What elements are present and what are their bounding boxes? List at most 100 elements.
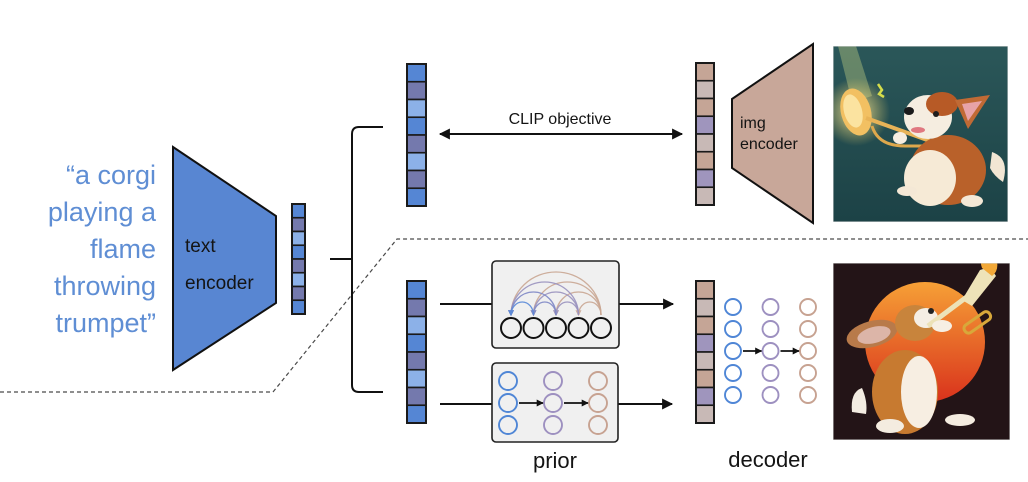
prior-input-text-embedding-vector (406, 280, 427, 424)
token-circle (522, 317, 545, 339)
autoregressive-prior-tokens (500, 271, 612, 339)
prior-diffusion-node (543, 415, 563, 435)
predicted-image-embedding-vector-cell (695, 333, 715, 353)
corgi-leg (876, 419, 904, 433)
decoder-diffusion-node (724, 364, 742, 382)
section-divider-dashed-line (0, 238, 1028, 393)
corgi-paw (893, 132, 907, 144)
decoder-diffusion-node (799, 298, 817, 316)
trumpet-flame (980, 263, 998, 276)
text-encoder-label: text (185, 236, 216, 257)
decoder-diffusion-node (724, 386, 742, 404)
prompt-line: playing a (48, 197, 157, 227)
prior-input-text-embedding-vector-cell (406, 404, 427, 424)
attention-arc (553, 301, 580, 317)
text-encoder-output-vector-cell (291, 230, 306, 247)
trumpet-slide (962, 310, 993, 335)
clip-text-embedding-vector-outline (406, 63, 427, 207)
clip-image-embedding-vector-outline (695, 62, 715, 206)
decoder-label: decoder (728, 447, 808, 472)
corgi-leg (897, 186, 917, 196)
prior-input-text-embedding-vector-cell (406, 315, 427, 336)
token-circle (590, 317, 612, 339)
diffusion-prior-steps (498, 371, 608, 435)
attention-arc (508, 291, 557, 317)
prompt-line: “a corgi (66, 160, 156, 190)
image-encoder-label: encoder (740, 136, 798, 153)
decoder-diffusion-node (724, 298, 742, 316)
trumpet-bell-inner (843, 94, 863, 128)
music-sparkle (876, 83, 885, 99)
corgi-arm (932, 320, 952, 332)
clip-text-embedding-vector-cell (406, 116, 427, 136)
clip-image-embedding-vector-cell (695, 79, 715, 100)
prior-input-text-embedding-vector-cell (406, 280, 427, 300)
decoder-diffusion-node (761, 298, 780, 316)
text-encoder-output-vector-cell (291, 244, 306, 260)
trumpet-bell (962, 268, 996, 306)
text-encoder-output-vector-outline (291, 203, 306, 315)
attention-arc (530, 301, 557, 317)
decoder-diffusion-node (724, 320, 742, 338)
predicted-image-embedding-vector-cell (695, 368, 715, 389)
decoder-diffusion-node (724, 342, 742, 360)
text-encoder-output-vector-cell (291, 285, 306, 302)
clip-image-embedding-vector-cell (695, 150, 715, 171)
text-encoder-output-vector-cell (291, 271, 306, 288)
image-encoder: img encoder (731, 42, 814, 225)
predicted-image-embedding-vector-outline (695, 280, 715, 424)
predicted-image-embedding-vector-cell (695, 351, 715, 371)
clip-image-embedding-vector-cell (695, 133, 715, 153)
prior-diffusion-node (498, 415, 518, 435)
attention-arc (530, 291, 580, 317)
embedding-vectors (291, 62, 715, 424)
prior-diffusion-node (543, 371, 563, 391)
prompt-caption: “a corgi playing a flame throwing trumpe… (48, 160, 157, 338)
clip-text-embedding-vector-cell (406, 169, 427, 190)
clip-image-embedding-vector-cell (695, 168, 715, 189)
prior-input-text-embedding-vector-cell (406, 386, 427, 407)
token-circle (545, 317, 567, 339)
attention-arc (508, 281, 580, 317)
clip-image-embedding-vector-cell (695, 115, 715, 135)
text-encoder-output-vector-cell (291, 258, 306, 274)
corgi-tail (851, 388, 867, 414)
generated-output-image (833, 263, 1010, 440)
prior-input-text-embedding-vector-cell (406, 351, 427, 371)
image-encoder-label: img (740, 115, 766, 132)
corgi-tongue (911, 127, 925, 133)
decoder-module: decoder (724, 298, 817, 472)
corgi-leg (945, 414, 975, 426)
corgi-head-patch (926, 92, 958, 116)
decoder-diffusion-node (799, 364, 817, 382)
clip-text-embedding-vector-cell (406, 151, 427, 172)
predicted-image-embedding-vector-cell (695, 297, 715, 318)
clip-training-image (833, 46, 1008, 222)
prior-diffusion-node (543, 393, 563, 413)
clip-text-embedding-vector-cell (406, 98, 427, 119)
decoder-diffusion-steps (724, 298, 817, 404)
corgi-eye (933, 111, 939, 117)
prior-input-text-embedding-vector-cell (406, 368, 427, 389)
clip-image-embedding-vector-cell (695, 62, 715, 82)
prior-label: prior (533, 448, 577, 473)
decoder-diffusion-node (761, 342, 780, 360)
text-encoder-output-vector-cell (291, 203, 306, 219)
clip-text-embedding-vector-cell (406, 187, 427, 207)
trumpet-tube (926, 294, 970, 328)
clip-objective: CLIP objective (438, 111, 684, 140)
predicted-image-embedding-vector-cell (695, 280, 715, 300)
text-encoder-output-vector-cell (291, 299, 306, 315)
text-encoder-output-vector (291, 203, 306, 315)
corgi-nose (904, 107, 914, 115)
attention-arc (508, 271, 602, 317)
prompt-line: trumpet” (55, 308, 156, 338)
clip-text-embedding-vector (406, 63, 427, 207)
prior-input-text-embedding-vector-outline (406, 280, 427, 424)
clip-image-embedding-vector-cell (695, 97, 715, 118)
prior-diffusion-node (588, 371, 608, 391)
prior-module: prior (440, 260, 675, 473)
embedding-branch-bracket (330, 126, 383, 393)
prior-diffusion-node (588, 415, 608, 435)
